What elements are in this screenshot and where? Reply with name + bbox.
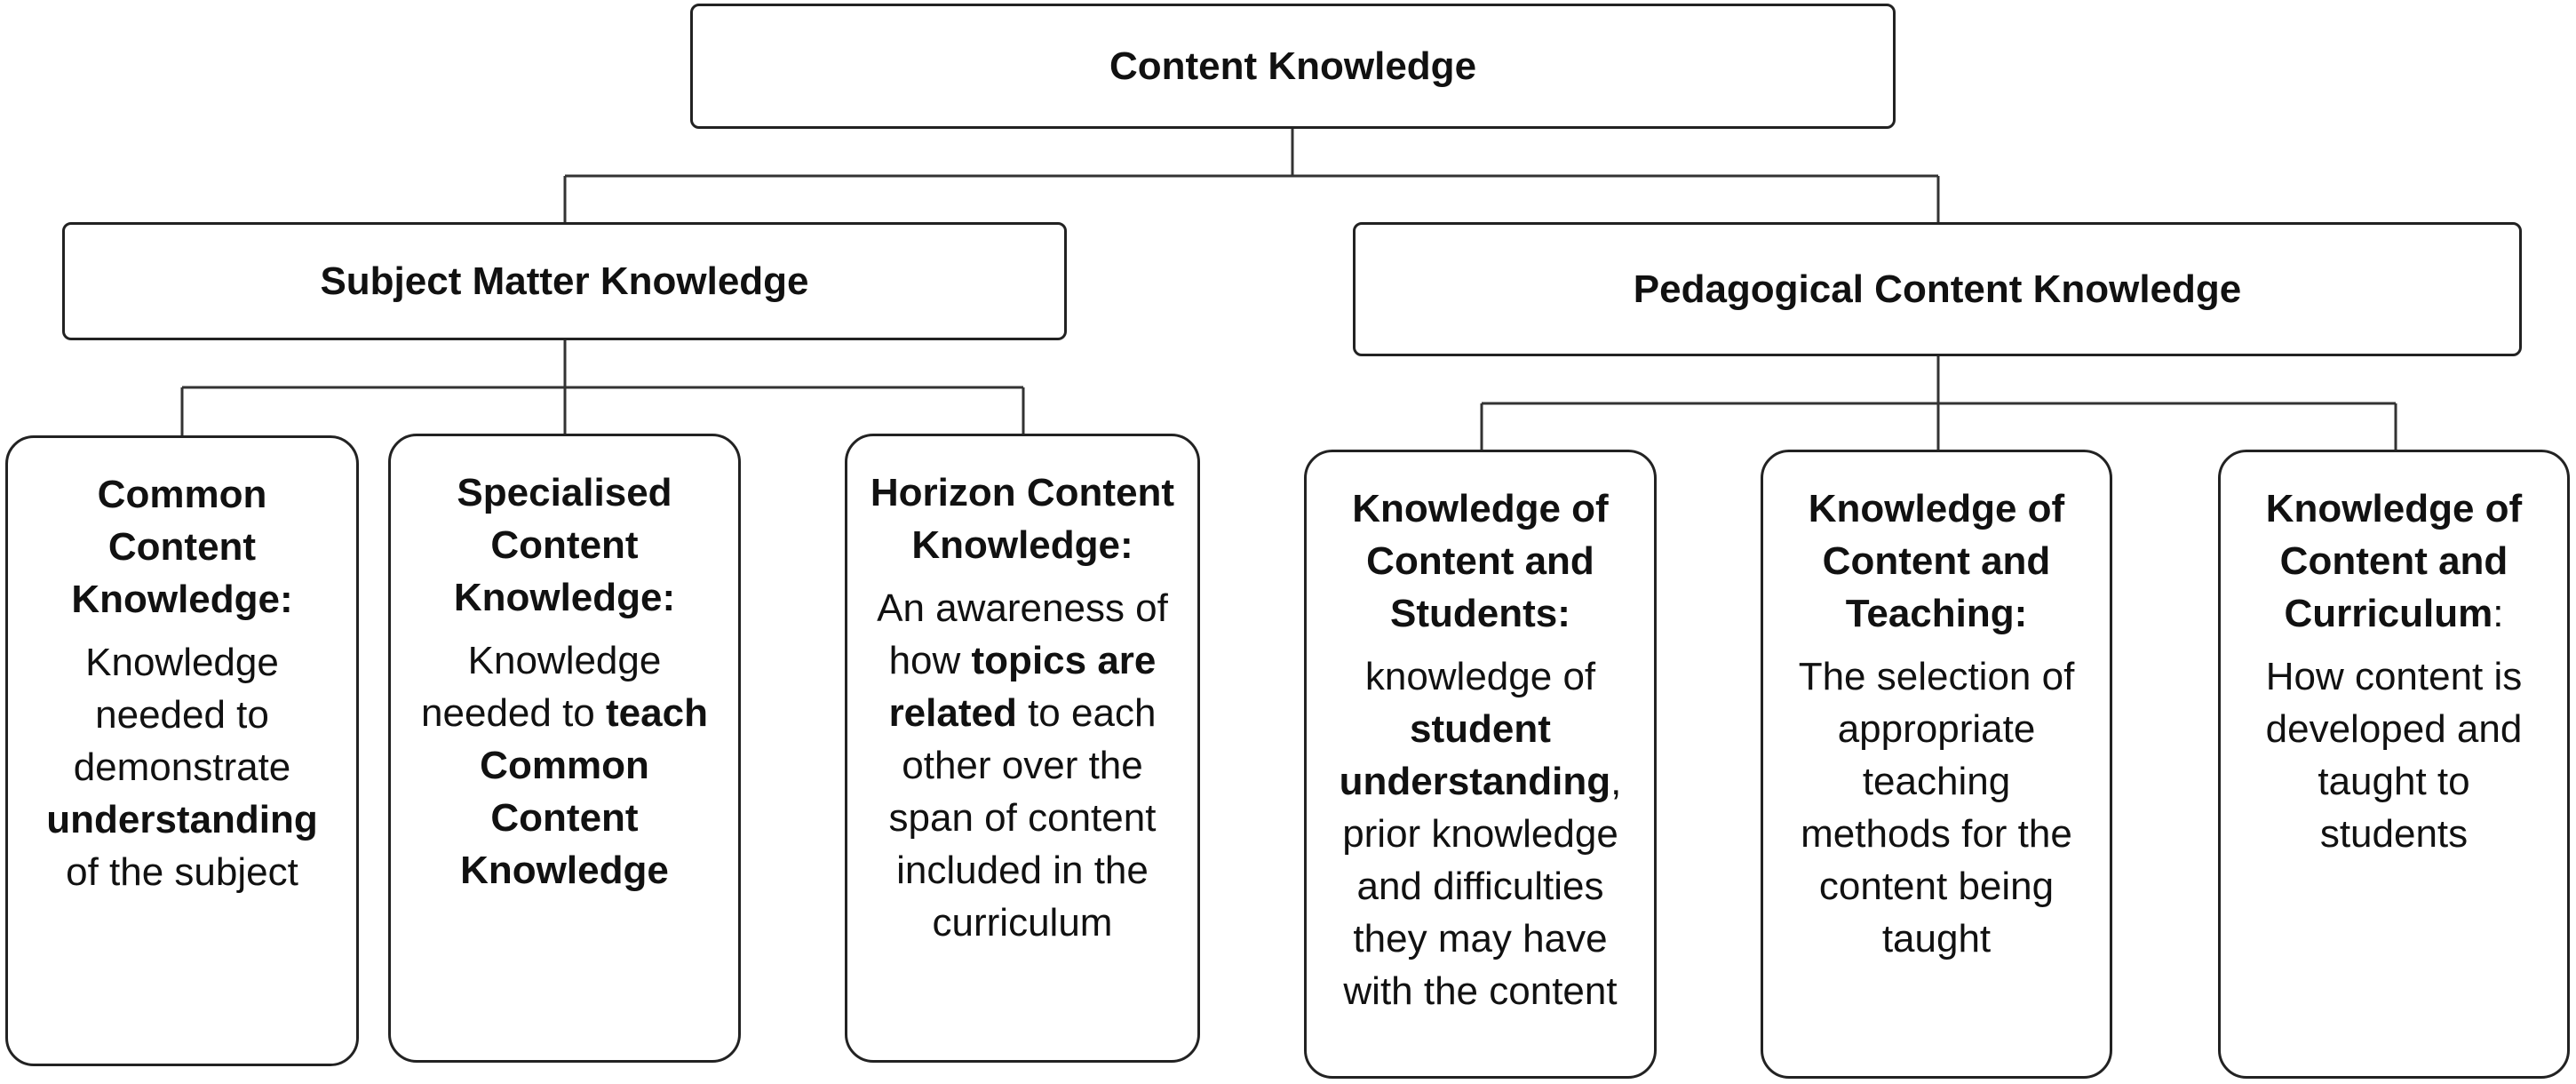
leaf-description: An awareness of how topics are related t… [877, 586, 1168, 945]
leaf-description: knowledge of student understanding, prio… [1339, 655, 1622, 1013]
leaf-description: How content is developed and taught to s… [2265, 655, 2523, 856]
pedagogical-content-knowledge-label: Pedagogical Content Knowledge [1633, 267, 2242, 311]
leaf-title: Knowledge of Content and Students: [1352, 487, 1609, 635]
leaf-description: The selection of appropriate teaching me… [1798, 655, 2075, 960]
leaf-title: Common Content Knowledge: [71, 473, 293, 621]
leaf-title: Horizon Content Knowledge: [870, 471, 1175, 567]
knowledge-of-content-and-students-box: Knowledge of Content and Students: knowl… [1304, 450, 1657, 1079]
leaf-description: Knowledge needed to demonstrate understa… [46, 641, 318, 894]
pedagogical-content-knowledge-box: Pedagogical Content Knowledge [1353, 222, 2522, 356]
subject-matter-knowledge-box: Subject Matter Knowledge [62, 222, 1067, 340]
knowledge-of-content-and-curriculum-box: Knowledge of Content and Curriculum: How… [2218, 450, 2570, 1079]
subject-matter-knowledge-label: Subject Matter Knowledge [320, 259, 809, 303]
common-content-knowledge-box: Common Content Knowledge: Knowledge need… [5, 435, 359, 1066]
leaf-description: Knowledge needed to teach Common Content… [421, 639, 708, 892]
leaf-title: Specialised Content Knowledge: [453, 471, 676, 619]
leaf-title: Knowledge of Content and Curriculum: [2265, 487, 2523, 635]
knowledge-of-content-and-teaching-box: Knowledge of Content and Teaching: The s… [1761, 450, 2112, 1079]
content-knowledge-label: Content Knowledge [1109, 44, 1477, 88]
content-knowledge-box: Content Knowledge [690, 4, 1896, 129]
specialised-content-knowledge-box: Specialised Content Knowledge: Knowledge… [388, 434, 741, 1063]
horizon-content-knowledge-box: Horizon Content Knowledge: An awareness … [845, 434, 1200, 1063]
leaf-title: Knowledge of Content and Teaching: [1808, 487, 2065, 635]
